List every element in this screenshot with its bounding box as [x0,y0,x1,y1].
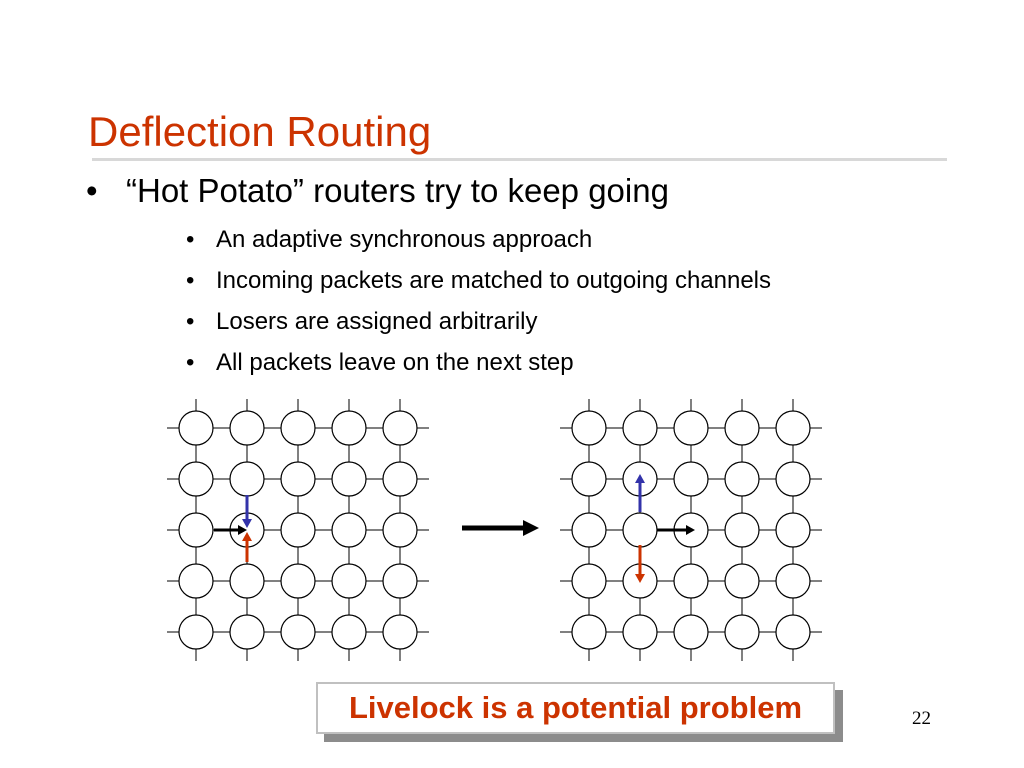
router-node [571,563,607,599]
router-node [673,461,709,497]
bullet-glyph: • [186,267,195,294]
router-node [178,614,214,650]
router-node [382,410,418,446]
grid-before [167,399,429,661]
router-node [280,410,316,446]
router-node [229,410,265,446]
router-node [331,563,367,599]
arrow-head [686,525,695,535]
router-node [775,614,811,650]
red-packet-arrow [242,532,252,562]
sub-bullet: • An adaptive synchronous approach [186,225,771,266]
bullet-glyph: • [186,349,195,376]
arrow-head [238,525,247,535]
bullet-glyph: • [186,308,195,335]
slide-title: Deflection Routing [88,108,432,155]
black-packet-arrow [214,525,247,535]
router-node [622,512,658,548]
sub-bullet: • Incoming packets are matched to outgoin… [186,266,771,307]
bullet-glyph: • [86,172,98,209]
router-node [229,614,265,650]
main-bullet-text: “Hot Potato” routers try to keep going [126,172,669,209]
router-node [331,461,367,497]
router-node [673,410,709,446]
router-node [178,563,214,599]
black-packet-arrow [657,525,695,535]
router-node [775,563,811,599]
router-node [571,410,607,446]
sub-bullet-text: An adaptive synchronous approach [216,226,593,253]
red-packet-arrow [635,545,645,583]
arrow-head [523,520,539,536]
router-node [571,614,607,650]
main-bullet: • “Hot Potato” routers try to keep going [86,172,669,210]
router-node [571,461,607,497]
router-node [724,512,760,548]
router-node [724,461,760,497]
router-node [571,512,607,548]
router-node [673,614,709,650]
title-divider [92,158,947,161]
router-node [775,461,811,497]
arrow-head [242,519,252,528]
router-node [673,563,709,599]
router-node [382,614,418,650]
grid-after [560,399,822,661]
router-node [280,512,316,548]
router-node [382,461,418,497]
sub-bullet-text: Incoming packets are matched to outgoing… [216,267,772,294]
arrow-head [242,532,252,541]
router-node [622,410,658,446]
transition-arrow [462,520,539,536]
page-number: 22 [912,708,931,729]
router-node [178,461,214,497]
router-node [229,461,265,497]
router-node [382,563,418,599]
router-node [178,410,214,446]
router-node [382,512,418,548]
router-node [622,614,658,650]
blue-packet-arrow [242,495,252,528]
sub-bullet-text: Losers are assigned arbitrarily [216,308,538,335]
sub-bullet-list: • An adaptive synchronous approach • Incom… [186,225,771,389]
sub-bullet-text: All packets leave on the next step [216,349,574,376]
packet-arrows [214,474,695,583]
router-node [280,614,316,650]
router-node [178,512,214,548]
sub-bullet: • Losers are assigned arbitrarily [186,307,771,348]
router-node [724,410,760,446]
router-node [229,563,265,599]
router-node [724,614,760,650]
sub-bullet: • All packets leave on the next step [186,348,771,389]
router-node [775,512,811,548]
arrow-head [635,474,645,483]
router-node [331,512,367,548]
router-node [331,410,367,446]
router-node [280,563,316,599]
router-node [775,410,811,446]
router-node [280,461,316,497]
bullet-glyph: • [186,226,195,253]
blue-packet-arrow [635,474,645,512]
mesh-grids [167,399,822,661]
router-node [724,563,760,599]
arrow-head [635,574,645,583]
livelock-callout: Livelock is a potential problem [316,682,835,734]
router-node [331,614,367,650]
